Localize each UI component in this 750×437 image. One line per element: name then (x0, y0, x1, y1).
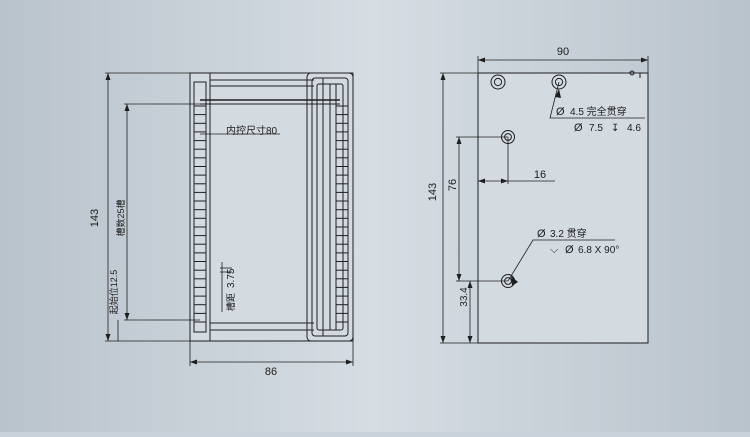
front-view-arrows (105, 73, 353, 365)
corner-mark (629, 70, 635, 76)
callout-bottom-line2: 6.8 X 90° (578, 245, 619, 256)
front-width-label: 86 (265, 366, 277, 378)
diameter-symbol-4: Ø (565, 244, 574, 256)
slot-pitch-label: 槽距 (225, 293, 236, 311)
callout-top-line1: 4.5 完全贯穿 (570, 105, 627, 118)
countersink-symbol: ⌵ (550, 244, 559, 256)
diameter-symbol-3: Ø (537, 228, 546, 240)
front-height-label: 143 (89, 209, 101, 227)
side-height-label: 143 (427, 183, 439, 201)
callout-bottom-line1: 3.2 贯穿 (550, 227, 587, 240)
callout-top: Ø 4.5 完全贯穿 Ø 7.5 ↧ 4.6 (556, 105, 641, 134)
diameter-symbol-1: Ø (556, 106, 565, 118)
side-view-arrows (440, 57, 648, 343)
hole-offset-label: 16 (534, 169, 546, 181)
callout-bottom: Ø 3.2 贯穿 ⌵ Ø 6.8 X 90° (537, 227, 619, 256)
front-view (189, 72, 354, 342)
slot-pitch-value: 3.75 (226, 268, 237, 288)
slots-left (194, 105, 206, 323)
bottom-offset-label: 33.4 (459, 287, 470, 307)
left-rail (189, 72, 211, 342)
front-view-dimensions (105, 72, 354, 366)
callout-top-depth: 4.6 (627, 123, 641, 134)
side-width-label: 90 (557, 46, 569, 58)
inner-size-label: 内控尺寸80 (226, 124, 278, 137)
slots-right (336, 105, 348, 323)
front-view-outline (189, 72, 354, 342)
hole-spacing-label: 76 (447, 179, 459, 191)
depth-symbol: ↧ (611, 123, 619, 134)
left-rail-inner (193, 81, 207, 333)
callout-top-line2: 7.5 (589, 123, 603, 134)
start-position-label: 起始位12.5 (108, 270, 119, 315)
diameter-symbol-2: Ø (574, 122, 583, 134)
hole-top-left (490, 74, 506, 90)
right-frame (306, 72, 354, 342)
slot-count-label: 槽数25槽 (115, 199, 126, 236)
side-view-dimensions (440, 56, 649, 344)
